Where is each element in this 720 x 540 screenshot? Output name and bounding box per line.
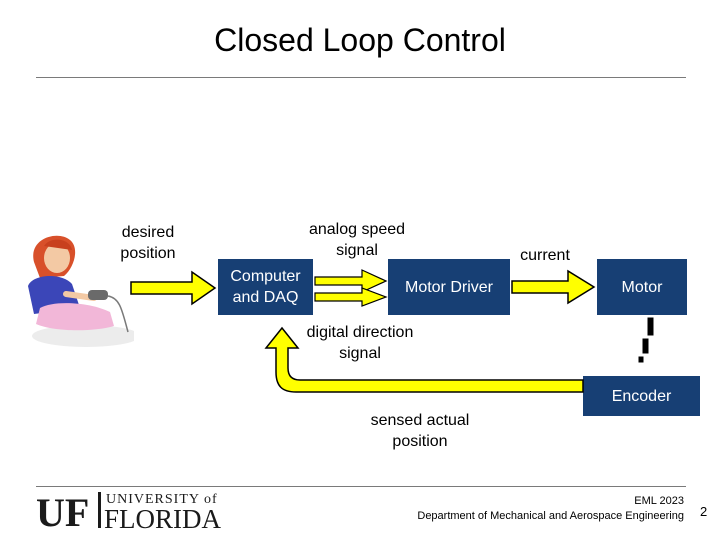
digital-line-2: signal — [339, 345, 381, 362]
sensed-line-1: sensed actual — [370, 412, 470, 429]
digital-line-1: digital direction — [306, 324, 414, 341]
feedback-arrow — [264, 326, 584, 393]
sensed-actual-position-label: sensed actual position — [350, 410, 490, 452]
analog-line-1: analog speed — [308, 221, 406, 238]
analog-speed-signal-label: analog speed signal — [296, 219, 418, 261]
current-arrow — [511, 269, 596, 305]
computer-line-1: Computer — [230, 268, 301, 285]
motor-box: Motor — [597, 259, 687, 315]
footer-course: EML 2023 — [634, 495, 684, 507]
digital-direction-arrow — [314, 287, 388, 307]
desired-position-label: desired position — [108, 222, 188, 264]
motor-driver-box: Motor Driver — [388, 259, 510, 315]
computer-line-2: and DAQ — [232, 289, 299, 306]
analog-line-2: signal — [336, 242, 378, 259]
sensed-line-2: position — [392, 433, 448, 450]
desired-line-2: position — [120, 245, 176, 262]
footer-divider — [36, 486, 686, 487]
desired-line-1: desired — [121, 224, 175, 241]
uf-university-of: UNIVERSITY of — [106, 492, 218, 507]
uf-logo: UF UNIVERSITY of FLORIDA — [36, 490, 222, 532]
motor-encoder-shaft — [638, 317, 654, 363]
uf-florida: FLORIDA — [104, 504, 222, 532]
footer-department: Department of Mechanical and Aerospace E… — [417, 510, 684, 522]
page-number: 2 — [700, 504, 708, 519]
encoder-box: Encoder — [583, 376, 700, 416]
title-divider — [36, 77, 686, 78]
page-title: Closed Loop Control — [214, 22, 506, 58]
current-label: current — [520, 247, 570, 264]
analog-speed-arrow — [314, 269, 388, 293]
digital-direction-signal-label: digital direction signal — [288, 322, 432, 364]
footer-text: EML 2023 Department of Mechanical and Ae… — [320, 494, 684, 524]
uf-initials: UF — [36, 490, 89, 532]
computer-daq-box: Computer and DAQ — [218, 259, 313, 315]
person-illustration — [28, 235, 134, 347]
desired-position-arrow — [130, 270, 217, 306]
